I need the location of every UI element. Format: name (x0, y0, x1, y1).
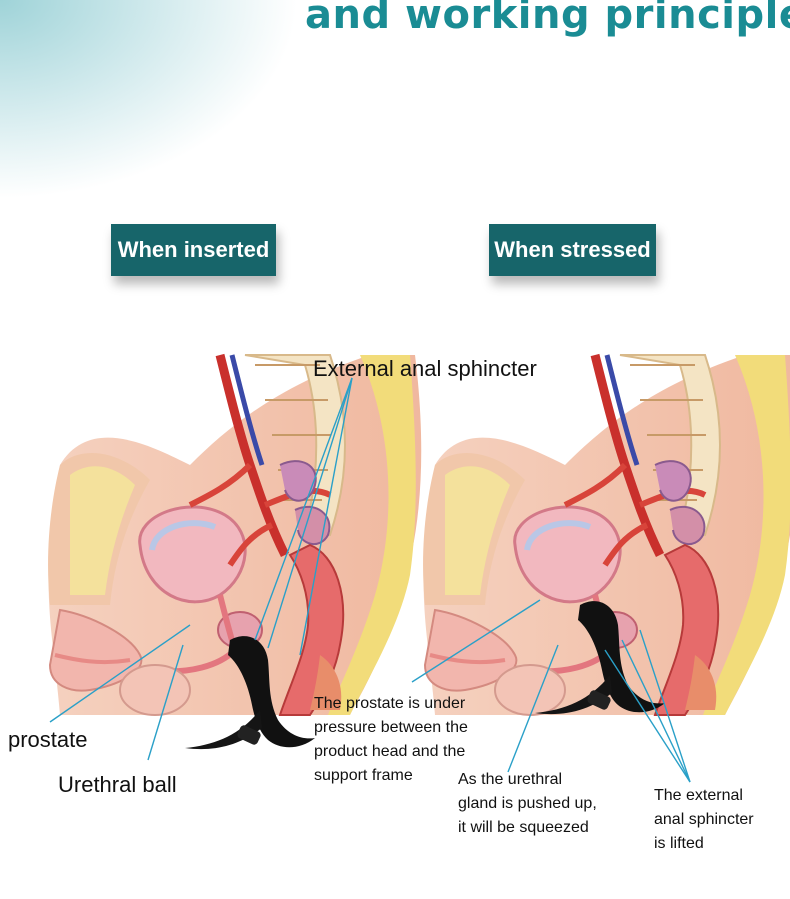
label-urethral-ball: Urethral ball (58, 772, 177, 797)
page-heading: and working principle (305, 0, 790, 38)
tag-when-stressed: When stressed (489, 224, 656, 276)
label-sphincter-lifted: The external anal sphincter is lifted (654, 787, 754, 852)
corner-glow (0, 0, 300, 200)
label-external-anal-sphincter: External anal sphincter (313, 356, 537, 381)
label-prostate-pressure: The prostate is under pressure between t… (314, 695, 468, 784)
tag-when-inserted: When inserted (111, 224, 276, 276)
pointer-lines (49, 377, 691, 783)
label-prostate: prostate (8, 727, 88, 752)
label-urethral-gland: As the urethral gland is pushed up, it w… (458, 771, 597, 836)
